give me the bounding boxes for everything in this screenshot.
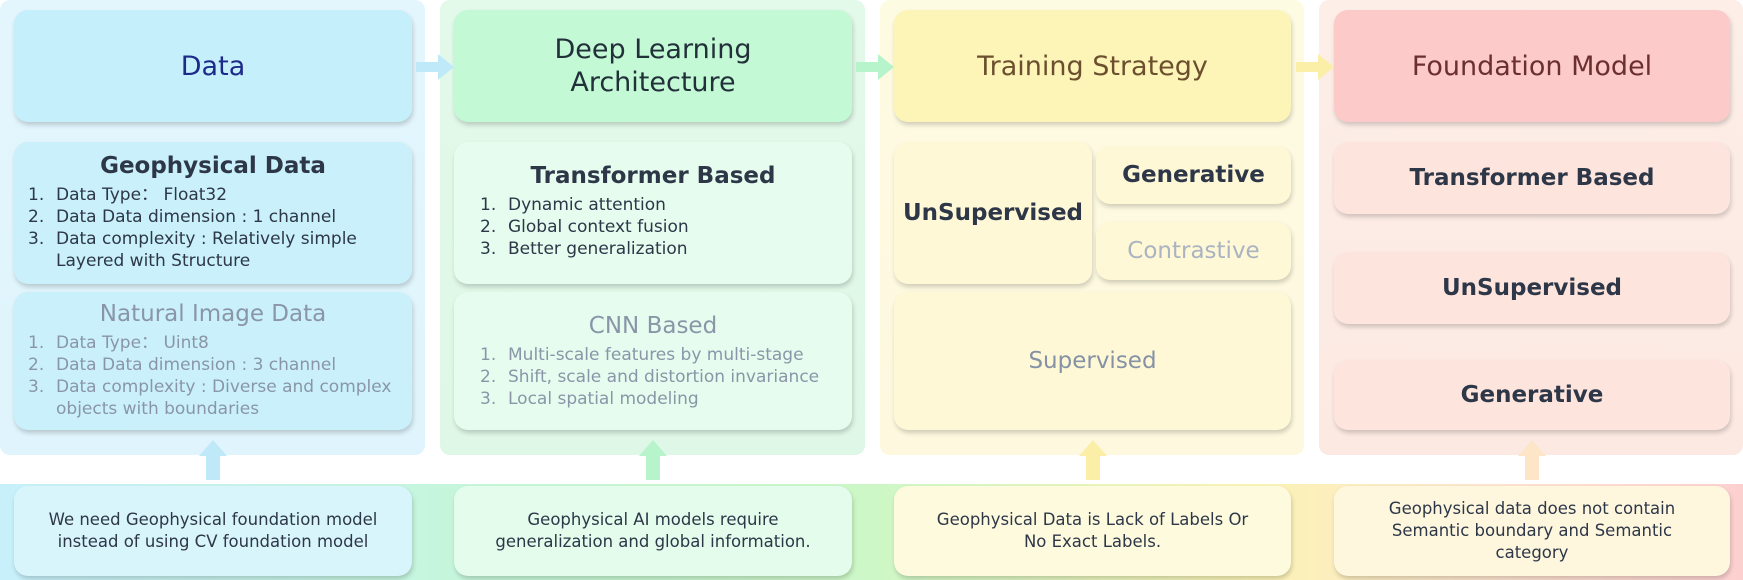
arrow-up-icon bbox=[199, 440, 227, 480]
fm-transformer-based-label: Transformer Based bbox=[1409, 165, 1655, 191]
list-item: 2.Data Data dimension : 1 channel bbox=[28, 207, 337, 227]
natural-image-data-list: 1.Data Type： Uint8 2.Data Data dimension… bbox=[28, 332, 398, 420]
foundation-model-header: Foundation Model bbox=[1334, 10, 1730, 122]
natural-image-data-title: Natural Image Data bbox=[99, 301, 327, 327]
list-item: 1.Multi-scale features by multi-stage bbox=[480, 345, 804, 365]
arrow-up-icon bbox=[1518, 440, 1546, 480]
list-item: 1.Dynamic attention bbox=[480, 195, 666, 215]
arrow-up-icon bbox=[1079, 440, 1107, 480]
fm-transformer-based-box: Transformer Based bbox=[1334, 142, 1730, 214]
transformer-based-card: Transformer Based 1.Dynamic attention 2.… bbox=[454, 142, 852, 284]
data-header: Data bbox=[14, 10, 412, 122]
fm-note-box: Geophysical data does not contain Semant… bbox=[1334, 486, 1730, 576]
deep-learning-header: Deep Learning Architecture bbox=[454, 10, 852, 122]
generative-box: Generative bbox=[1096, 146, 1291, 204]
arrow-right-icon bbox=[856, 54, 894, 80]
dl-note-text: Geophysical AI models require generaliza… bbox=[495, 510, 811, 551]
geophysical-data-list: 1.Data Type： Float32 2.Data Data dimensi… bbox=[28, 184, 398, 272]
contrastive-box: Contrastive bbox=[1096, 222, 1291, 280]
data-note-box: We need Geophysical foundation model ins… bbox=[14, 486, 412, 576]
natural-image-data-card: Natural Image Data 1.Data Type： Uint8 2.… bbox=[14, 292, 412, 430]
cnn-based-list: 1.Multi-scale features by multi-stage 2.… bbox=[468, 344, 838, 410]
fm-unsupervised-box: UnSupervised bbox=[1334, 252, 1730, 324]
unsupervised-box: UnSupervised bbox=[894, 142, 1092, 284]
cnn-based-card: CNN Based 1.Multi-scale features by mult… bbox=[454, 292, 852, 430]
deep-learning-header-label: Deep Learning Architecture bbox=[554, 34, 752, 98]
data-note-text: We need Geophysical foundation model ins… bbox=[48, 510, 378, 551]
training-note-box: Geophysical Data is Lack of Labels Or No… bbox=[894, 486, 1291, 576]
arrow-right-icon bbox=[416, 54, 454, 80]
arrow-right-icon bbox=[1296, 54, 1334, 80]
arrow-up-icon bbox=[639, 440, 667, 480]
fm-generative-box: Generative bbox=[1334, 360, 1730, 430]
list-item: 2.Global context fusion bbox=[480, 217, 689, 237]
supervised-box: Supervised bbox=[894, 292, 1291, 430]
geophysical-data-title: Geophysical Data bbox=[100, 153, 326, 179]
list-item: 2.Shift, scale and distortion invariance bbox=[480, 367, 820, 387]
list-item: 3.Data complexity : Relatively simple La… bbox=[28, 229, 357, 271]
fm-generative-label: Generative bbox=[1460, 382, 1604, 408]
list-item: 2.Data Data dimension : 3 channel bbox=[28, 355, 337, 375]
data-header-label: Data bbox=[180, 50, 246, 82]
foundation-model-header-label: Foundation Model bbox=[1411, 50, 1653, 82]
list-item: 1.Data Type： Uint8 bbox=[28, 333, 209, 353]
training-note-text: Geophysical Data is Lack of Labels Or No… bbox=[936, 510, 1249, 551]
list-item: 3.Better generalization bbox=[480, 239, 688, 259]
generative-label: Generative bbox=[1122, 162, 1265, 188]
cnn-based-title: CNN Based bbox=[588, 313, 718, 339]
transformer-based-title: Transformer Based bbox=[530, 163, 776, 189]
fm-unsupervised-label: UnSupervised bbox=[1441, 275, 1623, 301]
contrastive-label: Contrastive bbox=[1127, 238, 1260, 264]
list-item: 1.Data Type： Float32 bbox=[28, 185, 228, 205]
list-item: 3.Local spatial modeling bbox=[480, 389, 699, 409]
training-strategy-header: Training Strategy bbox=[894, 10, 1291, 122]
geophysical-data-card: Geophysical Data 1.Data Type： Float32 2.… bbox=[14, 142, 412, 284]
supervised-label: Supervised bbox=[1028, 348, 1157, 374]
fm-note-text: Geophysical data does not contain Semant… bbox=[1388, 499, 1676, 562]
unsupervised-label: UnSupervised bbox=[902, 200, 1084, 226]
list-item: 3.Data complexity : Diverse and complex … bbox=[28, 377, 392, 419]
transformer-based-list: 1.Dynamic attention 2.Global context fus… bbox=[468, 194, 838, 260]
training-strategy-header-label: Training Strategy bbox=[977, 50, 1208, 82]
dl-note-box: Geophysical AI models require generaliza… bbox=[454, 486, 852, 576]
